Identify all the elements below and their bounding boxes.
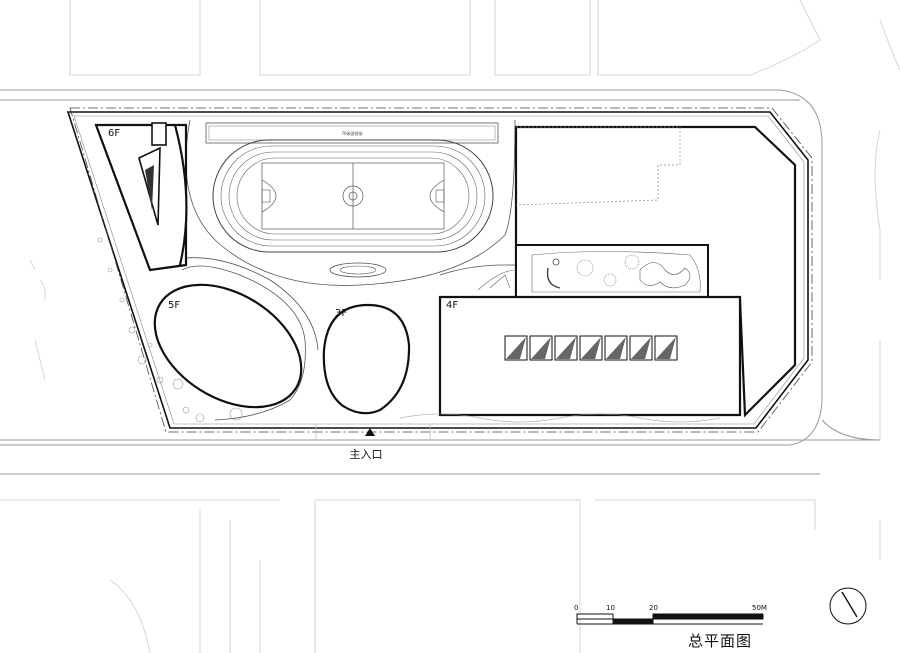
scale-tick-10: 10 (606, 604, 615, 612)
site-boundary (66, 107, 813, 433)
scale-tick-50: 50M (752, 604, 767, 612)
scale-tick-20: 20 (649, 604, 658, 612)
scale-tick-0: 0 (574, 604, 578, 612)
building-6f: 6F (94, 122, 188, 272)
skylight-row (504, 335, 678, 361)
roads (0, 89, 881, 475)
label-4f: 4F (446, 300, 458, 311)
scale-bar: 0 10 20 50M (574, 604, 767, 625)
track-label: 70米田径场 (341, 130, 362, 136)
drawing-title: 总平面图 (688, 632, 752, 650)
building-3f: 3F (322, 303, 411, 415)
entrance-label: 主入口 (350, 448, 383, 461)
label-5f: 5F (168, 300, 180, 311)
label-6f: 6F (108, 128, 120, 139)
main-entrance: 主入口 (315, 424, 431, 461)
north-arrow-icon (829, 587, 867, 625)
running-track: 70米田径场 (205, 122, 499, 278)
planting (97, 237, 721, 423)
building-4f: 4F (438, 295, 742, 417)
entrance-arrow-icon (365, 428, 375, 436)
label-3f: 3F (335, 308, 347, 319)
building-5f: 5F (153, 283, 303, 409)
